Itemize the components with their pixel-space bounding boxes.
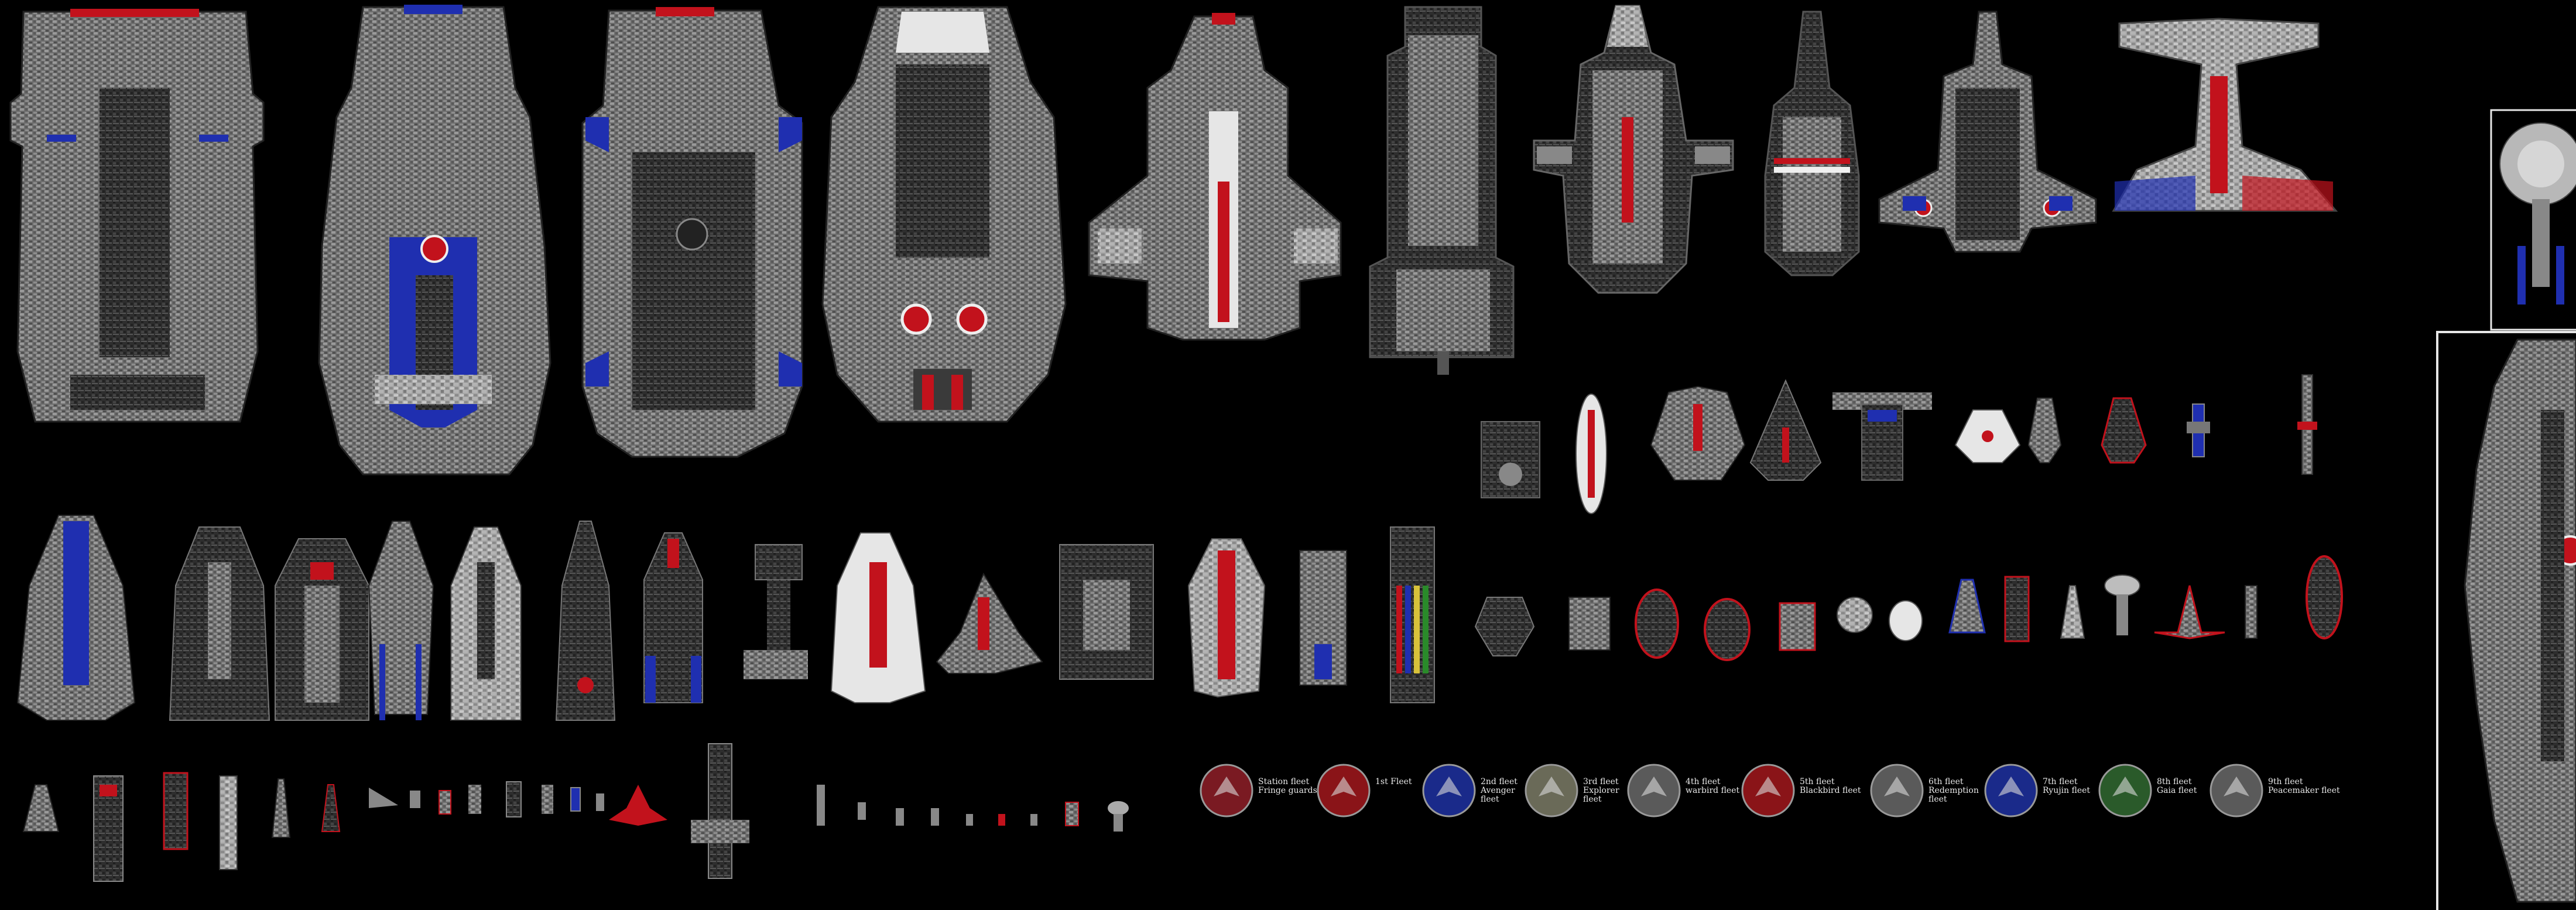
- fleet-1st-label: 1st Fleet: [1375, 777, 1412, 786]
- fleet-station-emblem-mark: [1214, 776, 1239, 796]
- fleet-7th-emblem-mark: [1998, 776, 2024, 796]
- fleet-9th-label: 9th fleet Peacemaker fleet: [2268, 777, 2340, 795]
- fleet-6th-label: 6th fleet Redemption fleet: [1928, 777, 1979, 804]
- small-craft-row-a: [1481, 374, 2317, 514]
- fleet-3rd-label: 3rd fleet Explorer fleet: [1583, 777, 1619, 804]
- capital-ship-7: [1533, 5, 1734, 294]
- capital-ship-8: [1764, 11, 1860, 276]
- capital-ship-1: [9, 9, 265, 423]
- fleet-4th-label: 4th fleet warbird fleet: [1686, 777, 1740, 795]
- fleet-2nd-emblem-mark: [1436, 776, 1462, 796]
- fleet-station-label: Station fleet Fringe guards: [1258, 777, 1317, 795]
- fleet-3rd-emblem-mark: [1539, 776, 1564, 796]
- frame-large-ship: [2436, 331, 2576, 910]
- fleet-1st-emblem-mark: [1331, 776, 1356, 796]
- frame-small-ship: [2490, 109, 2576, 331]
- capital-ship-3: [581, 7, 803, 458]
- fleet-4th-emblem-mark: [1641, 776, 1667, 796]
- fleet-emblems: [1200, 764, 2263, 817]
- medium-ship-row: [16, 515, 1435, 721]
- fleet-5th-emblem-mark: [1755, 776, 1781, 796]
- capital-ship-6: [1369, 6, 1515, 375]
- capital-ship-4: [821, 6, 1067, 423]
- tiny-craft-row: [1474, 555, 2343, 661]
- fleet-6th-emblem-mark: [1884, 776, 1910, 796]
- capital-ship-2: [318, 5, 551, 475]
- fleet-5th-label: 5th fleet Blackbird fleet: [1800, 777, 1861, 795]
- capital-ship-10: [2112, 18, 2338, 212]
- fleet-8th-label: 8th fleet Gaia fleet: [2157, 777, 2197, 795]
- fighter-row: [22, 743, 1129, 882]
- fleet-9th-emblem-mark: [2224, 776, 2249, 796]
- fleet-7th-label: 7th fleet Ryujin fleet: [2043, 777, 2091, 795]
- capital-ship-5: [1088, 13, 1342, 341]
- fleet-8th-emblem-mark: [2112, 776, 2138, 796]
- fleet-2nd-label: 2nd fleet Avenger fleet: [1481, 777, 1517, 804]
- capital-ship-9: [1878, 11, 2097, 253]
